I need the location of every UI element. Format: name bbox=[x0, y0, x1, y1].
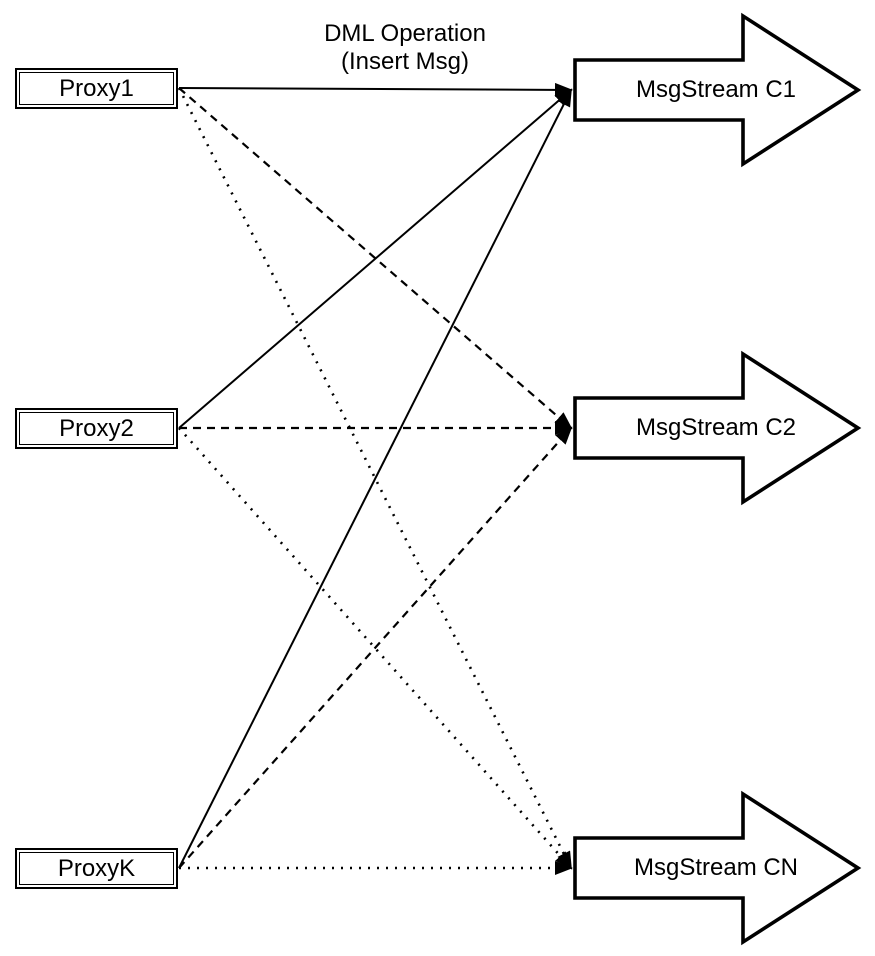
edge-proxyk-to-msgstream-c1 bbox=[178, 88, 572, 869]
dml-operation-label: DML Operation (Insert Msg) bbox=[324, 20, 486, 76]
dml-operation-line1: DML Operation bbox=[324, 20, 486, 47]
dml-operation-line2: (Insert Msg) bbox=[340, 48, 470, 75]
msgstream-cn-arrow-shape bbox=[573, 790, 862, 946]
msgstream-c2-label: MsgStream C2 bbox=[635, 414, 797, 441]
edge-layer bbox=[177, 82, 573, 875]
edge-proxyk-to-msgstream-c2 bbox=[178, 426, 573, 869]
edge-proxy1-to-msgstream-c1 bbox=[178, 82, 573, 97]
node-proxyk: ProxyK bbox=[15, 848, 178, 889]
msgstream-c1-arrow-shape bbox=[573, 12, 862, 168]
node-proxy1-label: Proxy1 bbox=[59, 74, 134, 102]
node-proxy1: Proxy1 bbox=[15, 68, 178, 109]
node-proxy2: Proxy2 bbox=[15, 408, 178, 449]
msgstream-cn-label: MsgStream CN bbox=[633, 854, 799, 881]
edge-proxy2-to-msgstream-c1 bbox=[178, 88, 573, 429]
msgstream-c2-arrow-shape bbox=[573, 350, 862, 506]
node-proxyk-label: ProxyK bbox=[57, 854, 136, 882]
msgstream-c1-label: MsgStream C1 bbox=[635, 76, 797, 103]
node-proxy2-label: Proxy2 bbox=[59, 414, 134, 442]
edge-proxy1-to-msgstream-cn bbox=[177, 87, 573, 870]
